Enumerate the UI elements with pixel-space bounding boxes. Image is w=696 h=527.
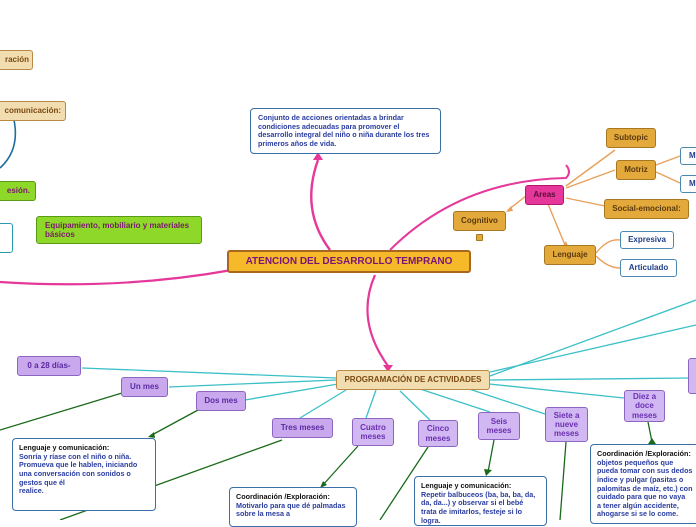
- motriz-child-a[interactable]: M: [680, 147, 696, 165]
- note-lenguaje-seis-meses[interactable]: Lenguaje y comunicación: Repetir balbuce…: [414, 476, 547, 526]
- note-body: objetos pequeños que pueda tomar con sus…: [597, 457, 693, 519]
- note-lenguaje-un-mes[interactable]: Lenguaje y comunicación: Sonría y ríase …: [12, 438, 156, 511]
- age-0-28-dias[interactable]: 0 a 28 días-: [17, 356, 81, 376]
- cognitivo-node[interactable]: Cognitivo: [453, 211, 506, 231]
- left-node-session[interactable]: esión.: [0, 181, 36, 201]
- areas-node[interactable]: Areas: [525, 185, 564, 205]
- note-title: Lenguaje y comunicación:: [421, 481, 512, 490]
- note-body: Sonría y ríase con el niño o niña. Promu…: [19, 451, 138, 496]
- age-cinco-meses[interactable]: Cinco meses: [418, 420, 458, 447]
- note-body: Repetir balbuceos (ba, ba, ba, da, da, d…: [421, 489, 536, 525]
- central-topic[interactable]: ATENCION DEL DESARROLLO TEMPRANO: [227, 250, 471, 273]
- definition-text: Conjunto de acciones orientadas a brinda…: [258, 113, 430, 148]
- lenguaje-node[interactable]: Lenguaje: [544, 245, 596, 265]
- age-cuatro-meses[interactable]: Cuatro meses: [352, 418, 394, 446]
- note-title: Coordinación /Exploración:: [236, 492, 330, 501]
- age-tres-meses[interactable]: Tres meses: [272, 418, 333, 438]
- definition-note[interactable]: Conjunto de acciones orientadas a brinda…: [250, 108, 441, 154]
- expresiva-node[interactable]: Expresiva: [620, 231, 674, 249]
- note-coordinacion-diez-meses[interactable]: Coordinación /Exploración: objetos peque…: [590, 444, 696, 524]
- link-center-program: [366, 274, 389, 367]
- social-emocional-node[interactable]: Social-emocional:: [604, 199, 689, 219]
- age-siete-nueve-meses[interactable]: Siete a nueve meses: [545, 407, 588, 442]
- left-node-top[interactable]: ración: [0, 50, 33, 70]
- left-node-blank[interactable]: [0, 223, 13, 253]
- link-center-definition: [310, 159, 331, 251]
- note-title: Coordinación /Exploración:: [597, 449, 691, 458]
- link-left-comm: [0, 119, 17, 169]
- equipment-node[interactable]: Equipamiento, mobiliario y materiales bá…: [36, 216, 202, 244]
- left-node-communication[interactable]: comunicación:: [0, 101, 66, 121]
- program-node[interactable]: PROGRAMACIÓN DE ACTIVIDADES: [336, 370, 490, 390]
- link-center-areas: [389, 164, 570, 251]
- note-body: Motivarlo para que dé palmadas sobre la …: [236, 500, 346, 519]
- age-seis-meses[interactable]: Seis meses: [478, 412, 520, 440]
- note-coordinacion-tres-meses[interactable]: Coordinación /Exploración: Motivarlo par…: [229, 487, 357, 527]
- motriz-child-b[interactable]: M: [680, 175, 696, 193]
- subtopic-node[interactable]: Subtopic: [606, 128, 656, 148]
- age-diez-doce-meses[interactable]: Diez a doce meses: [624, 390, 665, 422]
- articulado-node[interactable]: Articulado: [620, 259, 677, 277]
- age-dos-mes[interactable]: Dos mes: [196, 391, 246, 411]
- link-left-curve: [0, 268, 233, 286]
- note-title: Lenguaje y comunicación:: [19, 443, 110, 452]
- age-un-mes[interactable]: Un mes: [121, 377, 168, 397]
- cognitivo-marker[interactable]: [476, 234, 483, 241]
- age-node-right-edge[interactable]: [688, 358, 696, 394]
- motriz-node[interactable]: Motriz: [616, 160, 656, 180]
